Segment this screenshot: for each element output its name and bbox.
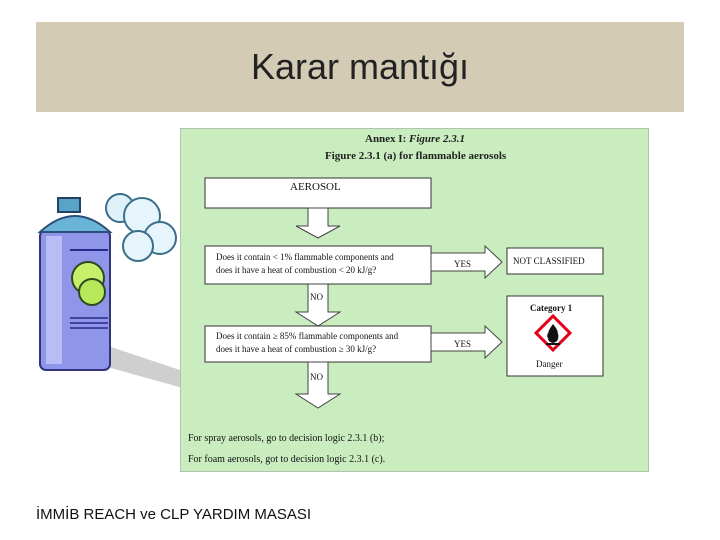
arrow-down-1 [295, 207, 341, 239]
arrow-yes-2 [430, 324, 503, 360]
signal-word: Danger [536, 359, 563, 369]
footer-text: İMMİB REACH ve CLP YARDIM MASASI [36, 506, 312, 523]
slide-title: Karar mantığı [250, 46, 470, 87]
title-bar: Karar mantığı [36, 22, 684, 112]
question-2-line-1: Does it contain ≥ 85% flammable componen… [216, 331, 399, 341]
arrow-no-1 [294, 283, 342, 327]
arrow-yes-1 [430, 244, 503, 280]
flame-pictogram-icon [533, 313, 573, 353]
no-label-2: NO [310, 372, 323, 382]
figure-title: Figure 2.3.1 (a) for flammable aerosols [325, 150, 507, 162]
decision-logic-diagram: Annex I: Figure 2.3.1 Figure 2.3.1 (a) f… [180, 128, 649, 472]
question-1-line-2: does it have a heat of combustion < 20 k… [216, 265, 376, 275]
no-label-1: NO [310, 292, 323, 302]
category-label: Category 1 [530, 303, 573, 313]
yes-label-1: YES [454, 259, 471, 269]
annex-label: Annex I: Figure 2.3.1 [365, 133, 465, 145]
note-spray: For spray aerosols, go to decision logic… [188, 433, 385, 444]
yes-label-2: YES [454, 339, 471, 349]
arrow-no-2 [294, 361, 342, 409]
question-1-line-1: Does it contain < 1% flammable component… [216, 252, 394, 262]
aerosol-box [204, 177, 432, 209]
note-foam: For foam aerosols, got to decision logic… [188, 454, 385, 465]
question-2-line-2: does it have a heat of combustion ≥ 30 k… [216, 344, 376, 354]
annex-prefix: Annex I: [365, 133, 409, 145]
aerosol-label: AEROSOL [290, 181, 341, 193]
not-classified-label: NOT CLASSIFIED [513, 256, 585, 266]
aerosol-can-illustration [37, 193, 190, 390]
annex-figure: Figure 2.3.1 [408, 133, 465, 145]
not-classified-box [506, 247, 604, 275]
